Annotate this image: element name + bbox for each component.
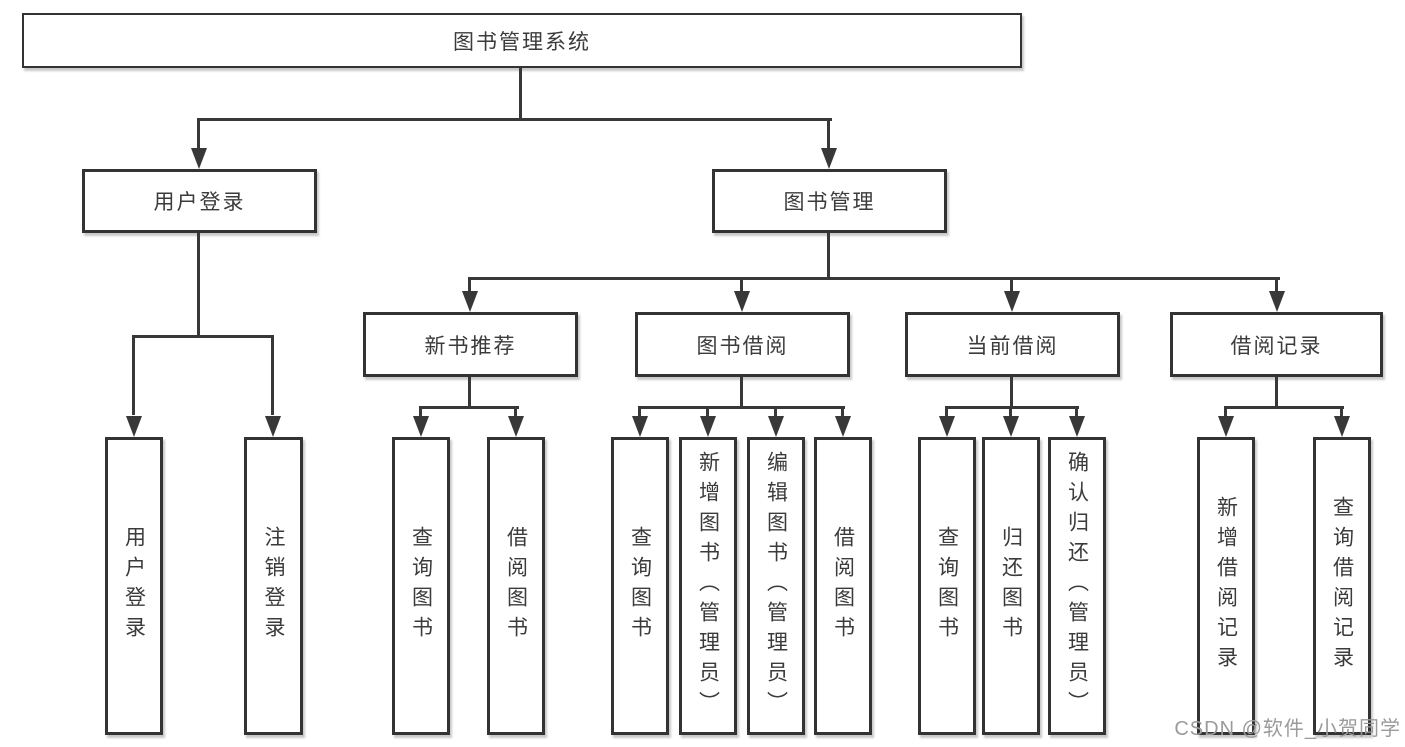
connector-line: [197, 233, 200, 337]
connector-line: [706, 406, 709, 418]
connector-line: [841, 406, 844, 418]
connector-line: [468, 277, 1280, 280]
connector-line: [945, 406, 948, 418]
connector-line: [1340, 406, 1343, 418]
leaf-confirm-return-admin-label: 确认归还（管理员）: [1065, 451, 1089, 721]
leaf-edit-books-admin: 编辑图书（管理员）: [747, 437, 805, 735]
connector-line: [1224, 406, 1227, 418]
leaf-borrow-books: 借阅图书: [814, 437, 872, 735]
arrowhead-down: [1269, 291, 1285, 312]
node-new-book-recommendation: 新书推荐: [363, 312, 578, 377]
arrowhead-down: [835, 416, 851, 437]
leaf-add-books-admin: 新增图书（管理员）: [679, 437, 737, 735]
leaf-user-login: 用户登录: [105, 437, 163, 735]
connector-line: [740, 277, 743, 294]
arrowhead-down: [1069, 416, 1085, 437]
node-book-borrowing-label: 图书借阅: [696, 334, 789, 358]
leaf-query-books-current-label: 查询图书: [935, 526, 959, 646]
leaf-borrow-books-label: 借阅图书: [831, 526, 855, 646]
leaf-query-books-borrowing-label: 查询图书: [628, 526, 652, 646]
node-new-book-recommendation-label: 新书推荐: [424, 334, 517, 358]
arrowhead-down: [1334, 416, 1350, 437]
leaf-confirm-return-admin: 确认归还（管理员）: [1048, 437, 1106, 735]
arrowhead-down: [265, 416, 281, 437]
connector-line: [197, 118, 200, 151]
connector-line: [468, 277, 471, 294]
node-user-login: 用户登录: [82, 169, 317, 233]
arrowhead-down: [939, 416, 955, 437]
leaf-return-books-label: 归还图书: [999, 526, 1023, 646]
node-book-borrowing: 图书借阅: [635, 312, 850, 377]
leaf-borrow-books-recommend-label: 借阅图书: [504, 526, 528, 646]
connector-line: [514, 406, 517, 418]
connector-line: [740, 377, 743, 409]
connector-line: [419, 406, 422, 418]
arrowhead-down: [632, 416, 648, 437]
connector-line: [1224, 406, 1344, 409]
arrowhead-down: [413, 416, 429, 437]
connector-line: [638, 406, 845, 409]
node-book-management: 图书管理: [712, 169, 947, 233]
node-book-management-label: 图书管理: [783, 191, 876, 214]
connector-line: [1075, 406, 1078, 418]
leaf-borrow-books-recommend: 借阅图书: [487, 437, 545, 735]
connector-line: [519, 68, 522, 119]
connector-line: [271, 335, 274, 415]
connector-line: [1275, 377, 1278, 409]
leaf-query-books-recommend: 查询图书: [392, 437, 450, 735]
leaf-user-login-label: 用户登录: [122, 526, 146, 646]
node-current-borrowing-label: 当前借阅: [966, 334, 1059, 358]
arrowhead-down: [700, 416, 716, 437]
node-user-login-label: 用户登录: [153, 191, 246, 214]
connector-line: [197, 118, 832, 121]
connector-line: [419, 406, 519, 409]
leaf-return-books: 归还图书: [982, 437, 1040, 735]
node-borrowing-records-label: 借阅记录: [1230, 334, 1323, 358]
node-current-borrowing: 当前借阅: [905, 312, 1120, 377]
connector-line: [827, 118, 830, 151]
arrowhead-down: [768, 416, 784, 437]
leaf-query-books-recommend-label: 查询图书: [409, 526, 433, 646]
connector-line: [132, 335, 135, 415]
leaf-add-borrow-record: 新增借阅记录: [1197, 437, 1255, 735]
connector-line: [827, 233, 830, 279]
arrowhead-down: [508, 416, 524, 437]
arrowhead-down: [821, 148, 837, 169]
leaf-add-borrow-record-label: 新增借阅记录: [1214, 496, 1238, 676]
connector-line: [468, 377, 471, 409]
node-root: 图书管理系统: [22, 13, 1022, 68]
arrowhead-down: [734, 291, 750, 312]
connector-line: [1009, 406, 1012, 418]
leaf-query-borrow-record-label: 查询借阅记录: [1330, 496, 1354, 676]
arrowhead-down: [1003, 416, 1019, 437]
connector-line: [774, 406, 777, 418]
connector-line: [132, 335, 274, 338]
arrowhead-down: [462, 291, 478, 312]
arrowhead-down: [126, 416, 142, 437]
leaf-add-books-admin-label: 新增图书（管理员）: [696, 451, 720, 721]
connector-line: [1010, 277, 1013, 294]
leaf-query-borrow-record: 查询借阅记录: [1313, 437, 1371, 735]
node-borrowing-records: 借阅记录: [1170, 312, 1383, 377]
arrowhead-down: [1218, 416, 1234, 437]
leaf-query-books-borrowing: 查询图书: [611, 437, 669, 735]
leaf-logout: 注销登录: [244, 437, 303, 735]
leaf-edit-books-admin-label: 编辑图书（管理员）: [764, 451, 788, 721]
node-root-label: 图书管理系统: [453, 30, 591, 54]
leaf-logout-label: 注销登录: [262, 526, 285, 646]
connector-line: [638, 406, 641, 418]
watermark: CSDN @软件_小贺同学: [1174, 718, 1401, 740]
leaf-query-books-current: 查询图书: [918, 437, 976, 735]
connector-line: [1010, 377, 1013, 409]
connector-line: [945, 406, 1079, 409]
connector-line: [1275, 277, 1278, 294]
arrowhead-down: [191, 148, 207, 169]
arrowhead-down: [1004, 291, 1020, 312]
